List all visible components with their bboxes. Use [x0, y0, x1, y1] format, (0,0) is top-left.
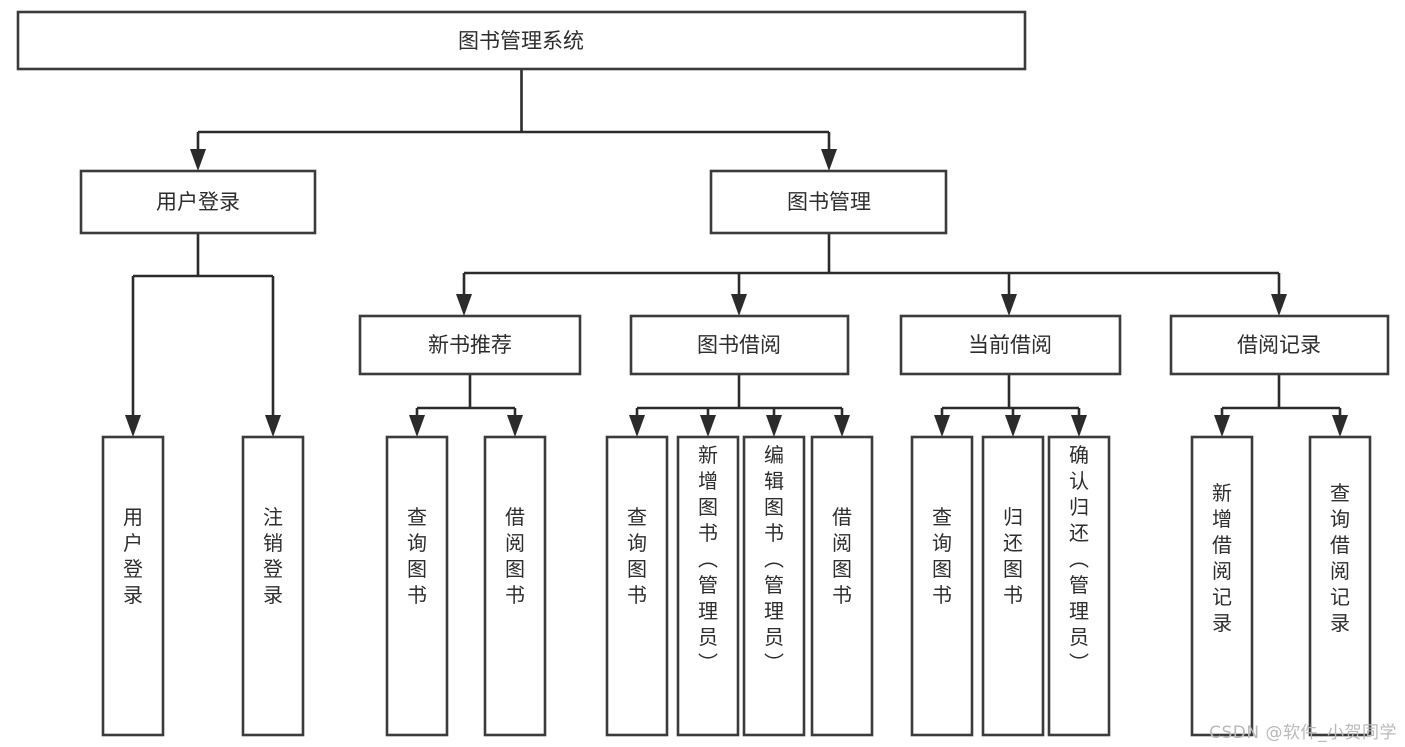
leaf-label: 查询图书: [932, 505, 952, 607]
leaf-box: [1308, 435, 1372, 737]
node-box-user-login: [79, 169, 317, 235]
node-label-book-borrow: 图书借阅: [697, 333, 781, 357]
leaf-node-query-book-current[interactable]: 查询图书: [910, 435, 974, 737]
leaf-node-add-borrow-record[interactable]: 新增借阅记录: [1190, 435, 1254, 737]
leaf-label: 查询图书: [627, 505, 647, 607]
arrow-head-icon: [1071, 415, 1087, 437]
arrow-head-icon: [1214, 415, 1230, 437]
leaf-node-user-login[interactable]: 用户登录: [101, 435, 165, 737]
leaf-box: [910, 435, 974, 737]
node-box-current-borrow: [899, 314, 1122, 376]
leaf-label: 查询借阅记录: [1330, 481, 1350, 635]
arrow-head-icon: [1332, 415, 1348, 437]
node-root-system[interactable]: 图书管理系统: [16, 10, 1027, 71]
connector-group-current-to-leaves: [934, 374, 1087, 437]
connector-group-bookmgmt-to-level3: [456, 233, 1287, 316]
node-label-new-book-recommend: 新书推荐: [428, 333, 512, 357]
leaf-label: 注销登录: [263, 505, 283, 607]
leaf-label: 编辑图书︵管理员︶: [764, 443, 784, 675]
node-current-borrow[interactable]: 当前借阅: [899, 314, 1122, 376]
arrow-head-icon: [834, 415, 850, 437]
leaf-label: 查询图书: [407, 505, 427, 607]
leaf-label: 借阅图书: [505, 505, 525, 607]
leaf-box: [605, 435, 669, 737]
node-borrow-records[interactable]: 借阅记录: [1169, 314, 1390, 376]
node-box-book-borrow: [629, 314, 850, 376]
arrow-head-icon: [934, 415, 950, 437]
leaf-node-borrow-book-recommend[interactable]: 借阅图书: [483, 435, 547, 737]
arrow-head-icon: [1271, 294, 1287, 316]
node-label-borrow-records: 借阅记录: [1237, 333, 1321, 357]
leaf-node-borrow-book[interactable]: 借阅图书: [810, 435, 874, 737]
leaf-box: [676, 435, 740, 737]
connector-group-newbook-to-leaves: [409, 374, 523, 437]
leaf-box: [1047, 435, 1111, 737]
leaf-node-add-book-admin[interactable]: 新增图书︵管理员︶: [676, 435, 740, 737]
arrow-head-icon: [821, 149, 837, 171]
arrow-head-icon: [507, 415, 523, 437]
arrow-head-icon: [629, 415, 645, 437]
leaf-node-query-book-borrow[interactable]: 查询图书: [605, 435, 669, 737]
leaf-label: 用户登录: [123, 505, 143, 607]
arrow-head-icon: [456, 294, 472, 316]
leaf-node-return-book[interactable]: 归还图书: [981, 435, 1045, 737]
connector-group-login-to-leaves: [125, 233, 281, 437]
leaf-box: [1190, 435, 1254, 737]
node-user-login[interactable]: 用户登录: [79, 169, 317, 235]
leaf-label: 确认归还︵管理员︶: [1069, 443, 1089, 675]
csdn-watermark: CSDN @软件_小贺同学: [1209, 723, 1397, 743]
leaf-box: [101, 435, 165, 737]
leaf-node-edit-book-admin[interactable]: 编辑图书︵管理员︶: [742, 435, 806, 737]
node-new-book-recommend[interactable]: 新书推荐: [358, 314, 582, 376]
arrow-head-icon: [731, 294, 747, 316]
arrow-head-icon: [409, 415, 425, 437]
leaf-label: 归还图书: [1003, 505, 1023, 607]
arrow-head-icon: [190, 149, 206, 171]
leaf-node-confirm-return-admin[interactable]: 确认归还︵管理员︶: [1047, 435, 1111, 737]
leaf-node-logout[interactable]: 注销登录: [241, 435, 305, 737]
arrow-head-icon: [265, 415, 281, 437]
leaf-label: 借阅图书: [832, 505, 852, 607]
node-box-root: [16, 10, 1027, 71]
leaf-node-query-borrow-record[interactable]: 查询借阅记录: [1308, 435, 1372, 737]
connector-group-root-to-level2: [190, 69, 837, 171]
leaf-box: [742, 435, 806, 737]
leaf-box: [483, 435, 547, 737]
node-label-current-borrow: 当前借阅: [968, 333, 1052, 357]
connector-group-records-to-leaves: [1214, 374, 1348, 437]
arrow-head-icon: [700, 415, 716, 437]
connector-group-borrow-to-leaves: [629, 374, 850, 437]
node-box-book-management: [709, 169, 948, 235]
arrow-head-icon: [1001, 294, 1017, 316]
leaf-box: [981, 435, 1045, 737]
arrow-head-icon: [125, 415, 141, 437]
node-label-root: 图书管理系统: [458, 29, 584, 53]
leaf-box: [810, 435, 874, 737]
arrow-head-icon: [1005, 415, 1021, 437]
leaf-node-query-book-recommend[interactable]: 查询图书: [385, 435, 449, 737]
node-label-book-management: 图书管理: [787, 190, 871, 214]
node-label-user-login: 用户登录: [156, 190, 240, 214]
leaf-box: [241, 435, 305, 737]
node-box-borrow-records: [1169, 314, 1390, 376]
leaf-label: 新增借阅记录: [1212, 481, 1232, 635]
node-book-management[interactable]: 图书管理: [709, 169, 948, 235]
leaf-label: 新增图书︵管理员︶: [698, 443, 718, 675]
node-box-new-book-recommend: [358, 314, 582, 376]
leaf-box: [385, 435, 449, 737]
arrow-head-icon: [766, 415, 782, 437]
node-book-borrow[interactable]: 图书借阅: [629, 314, 850, 376]
